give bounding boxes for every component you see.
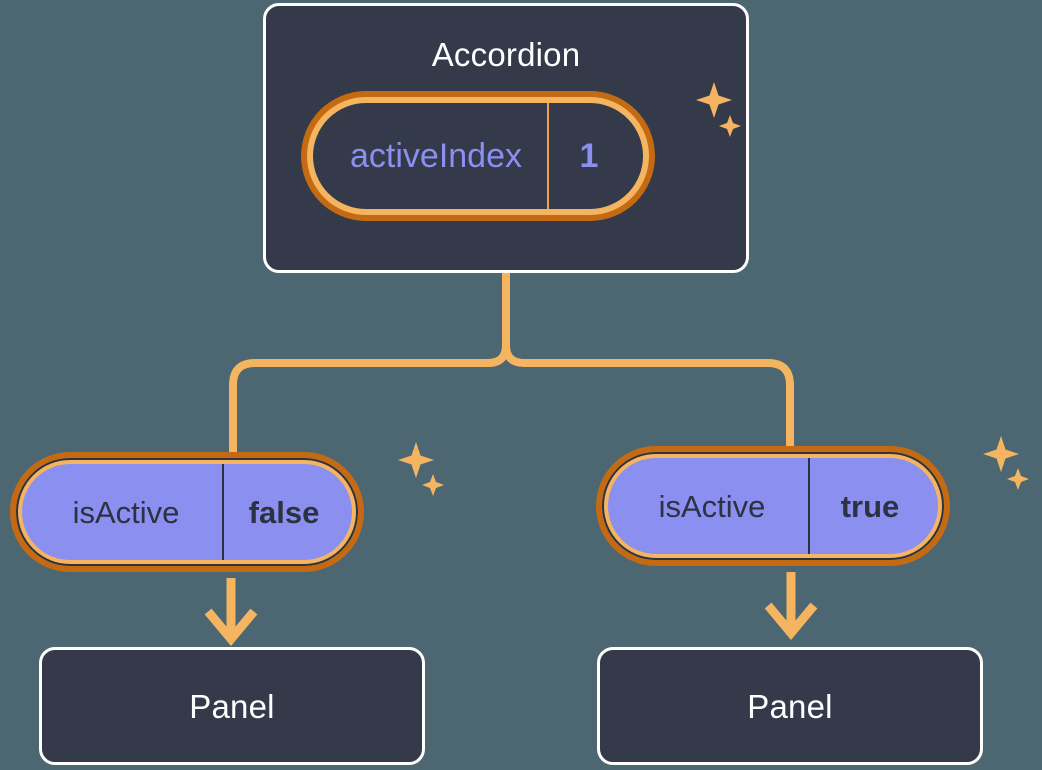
accordion-title: Accordion xyxy=(431,36,581,73)
prop-key-isactive-right: isActive xyxy=(658,488,766,524)
prop-pill-isactive-false[interactable]: isActive false xyxy=(16,458,358,566)
arrow-right-pill-to-panel xyxy=(764,572,818,641)
panel-title-left: Panel xyxy=(189,687,275,725)
connector-trunk xyxy=(502,272,794,470)
state-key-activeindex: activeIndex xyxy=(350,137,522,175)
accordion-state-pill[interactable]: activeIndex 1 xyxy=(307,97,649,215)
prop-pill-isactive-true[interactable]: isActive true xyxy=(602,452,944,560)
panel-title-right: Panel xyxy=(747,687,833,725)
sparkle-icon xyxy=(398,442,444,496)
arrow-left-pill-to-panel xyxy=(204,578,258,647)
prop-key-isactive-left: isActive xyxy=(72,494,180,530)
panel-component-card-right[interactable]: Panel xyxy=(597,647,983,765)
panel-component-card-left[interactable]: Panel xyxy=(39,647,425,765)
connector-branch-left xyxy=(229,344,510,476)
state-value-activeindex: 1 xyxy=(547,103,643,209)
prop-value-true: true xyxy=(808,458,938,554)
sparkle-icon xyxy=(983,436,1029,490)
prop-value-false: false xyxy=(222,464,352,560)
